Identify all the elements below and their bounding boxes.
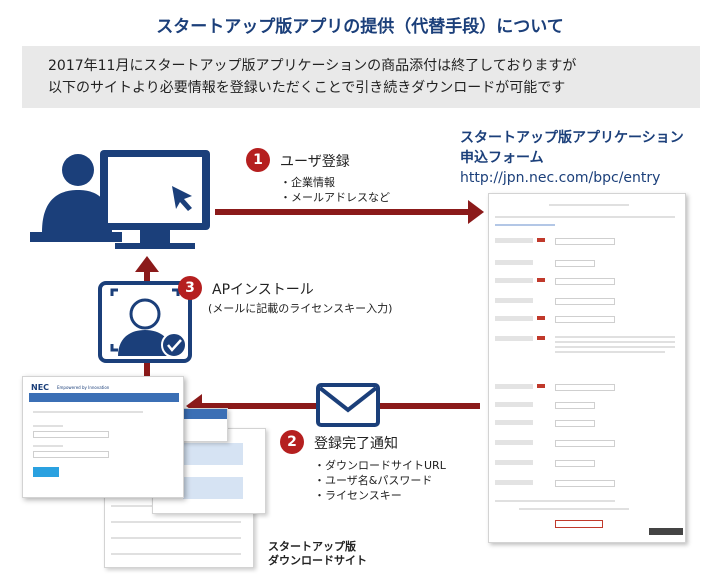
step-3-badge: 3 xyxy=(178,276,202,300)
checkmark-icon xyxy=(161,332,187,358)
download-site-label-line-1: スタートアップ版 xyxy=(268,540,356,553)
nec-logo: NEC xyxy=(31,383,50,392)
step-2-notes: ・ダウンロードサイトURL ・ユーザ名&パスワード ・ライセンスキー xyxy=(314,458,446,503)
form-thumb-line xyxy=(495,500,615,502)
notice-box: 2017年11月にスタートアップ版アプリケーションの商品添付は終了しておりますが… xyxy=(22,46,700,108)
step-2-note: ・ユーザ名&パスワード xyxy=(314,474,433,487)
form-thumb-link xyxy=(495,224,555,226)
step-3-title: APインストール xyxy=(212,282,314,298)
form-heading: スタートアップ版アプリケーション 申込フォーム xyxy=(460,128,684,168)
form-thumb-line xyxy=(519,508,629,510)
site-page-thumbnail-1 xyxy=(178,408,228,442)
step-3-notes: (メールに記載のライセンスキー入力) xyxy=(208,301,392,316)
site-thumb-line xyxy=(33,425,63,427)
form-thumb-submit-button xyxy=(555,520,603,528)
form-thumb-title xyxy=(549,204,629,206)
download-site-label: スタートアップ版 ダウンロードサイト xyxy=(268,540,367,568)
download-site-label-line-2: ダウンロードサイト xyxy=(268,554,367,567)
arrow-install-head xyxy=(135,256,159,272)
notice-line-1: 2017年11月にスタートアップ版アプリケーションの商品添付は終了しておりますが xyxy=(48,58,577,74)
arrow-register-shaft xyxy=(215,209,470,215)
mail-envelope-icon xyxy=(316,383,380,427)
form-url-link[interactable]: http://jpn.nec.com/bpc/entry xyxy=(460,170,661,186)
site-thumb-password-field xyxy=(33,451,109,458)
step-1-note: ・メールアドレスなど xyxy=(280,191,390,204)
step-1-notes: ・企業情報 ・メールアドレスなど xyxy=(280,175,390,205)
download-site-thumbnail: NEC Empowered by Innovation xyxy=(22,376,184,498)
arrow-register-head xyxy=(468,200,484,224)
site-thumb-line xyxy=(33,445,63,447)
form-thumb-next-button xyxy=(649,528,683,535)
page-title: スタートアップ版アプリの提供（代替手段）について xyxy=(156,17,564,37)
license-id-icon xyxy=(98,281,192,363)
application-form-thumbnail xyxy=(488,193,686,543)
computer-user-icon xyxy=(30,150,210,249)
nec-tagline: Empowered by Innovation xyxy=(57,385,110,390)
step-1-title: ユーザ登録 xyxy=(280,154,350,170)
step-3-note: (メールに記載のライセンスキー入力) xyxy=(208,302,393,315)
notice-line-2: 以下のサイトより必要情報を登録いただくことで引き続きダウンロードが可能です xyxy=(48,80,566,96)
form-thumb-line xyxy=(495,216,675,218)
site-thumb-line xyxy=(33,411,143,413)
site-header-bar xyxy=(29,393,179,402)
form-heading-line-1: スタートアップ版アプリケーション xyxy=(460,130,684,146)
form-heading-line-2: 申込フォーム xyxy=(460,150,544,166)
site-thumb-username-field xyxy=(33,431,109,438)
site-thumb-login-button xyxy=(33,467,59,477)
step-2-note: ・ダウンロードサイトURL xyxy=(314,459,446,472)
step-2-note: ・ライセンスキー xyxy=(314,489,402,502)
step-2-title: 登録完了通知 xyxy=(314,436,398,452)
step-1-note: ・企業情報 xyxy=(280,176,335,189)
step-2-badge: 2 xyxy=(280,430,304,454)
step-1-badge: 1 xyxy=(246,148,270,172)
